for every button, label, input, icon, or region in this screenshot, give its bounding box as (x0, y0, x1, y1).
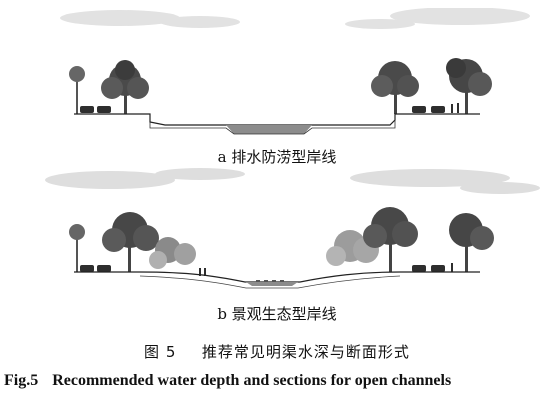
right-bank-trees (371, 58, 492, 114)
panel-a-label: a 排水防涝型岸线 (217, 148, 337, 166)
ground-profile (74, 271, 480, 283)
panel-b-label: b 景观生态型岸线 (217, 305, 337, 323)
ground-profile (74, 113, 480, 126)
left-cars (80, 106, 111, 113)
channel-water (226, 125, 312, 134)
sky-clouds (45, 168, 540, 194)
sky-clouds (60, 8, 530, 29)
right-bank-trees (326, 207, 494, 272)
figure-caption-cn: 图 5 推荐常见明渠水深与断面形式 (0, 341, 554, 362)
channel-water (246, 282, 298, 286)
figure-title-cn: 推荐常见明渠水深与断面形式 (201, 343, 410, 361)
right-cars (412, 263, 453, 272)
figure-title-en: Recommended water depth and sections for… (52, 372, 452, 389)
channel-bed (149, 120, 396, 135)
illustration-ecological-section (45, 168, 540, 289)
right-cars (412, 103, 459, 113)
left-bank-trees (69, 60, 149, 114)
left-cars (80, 265, 206, 276)
left-bank-trees (69, 212, 196, 272)
stepping-stones (256, 280, 284, 282)
figure-number-en: Fig.5 (4, 372, 39, 389)
figure-number-cn: 图 5 (144, 343, 177, 361)
channel-bed (139, 275, 401, 289)
figure-caption-en: Fig.5 Recommended water depth and section… (4, 372, 451, 390)
illustration-flood-drainage-section (60, 8, 530, 135)
